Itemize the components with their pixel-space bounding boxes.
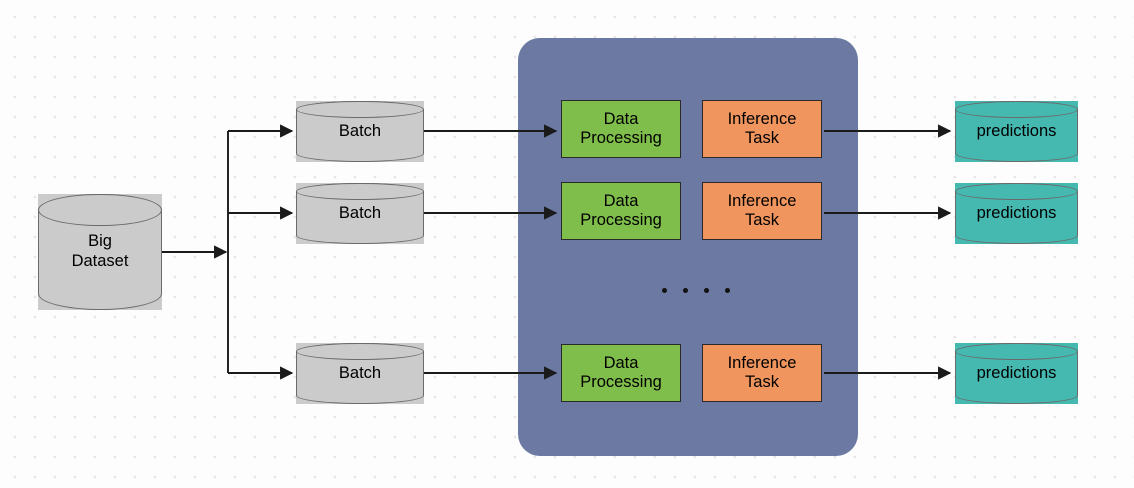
datastore-batch-2-label: Batch	[338, 203, 382, 222]
datastore-batch-2[interactable]: Batch	[296, 183, 424, 244]
datastore-batch-3-label: Batch	[338, 363, 382, 382]
datastore-predictions-2[interactable]: predictions	[955, 183, 1078, 244]
task-inference-3[interactable]: Inference Task	[702, 344, 822, 402]
task-inference-1[interactable]: Inference Task	[702, 100, 822, 158]
task-data-processing-3-line-2: Processing	[580, 373, 662, 391]
cylinder-top	[296, 183, 424, 201]
datastore-predictions-1[interactable]: predictions	[955, 101, 1078, 162]
ellipsis-dot	[725, 288, 730, 293]
task-data-processing-1-line-2: Processing	[580, 129, 662, 147]
ellipsis-more-tasks	[662, 288, 730, 293]
cylinder-top	[296, 101, 424, 119]
datastore-predictions-3[interactable]: predictions	[955, 343, 1078, 404]
task-data-processing-3[interactable]: Data Processing	[561, 344, 681, 402]
cylinder-top	[955, 183, 1078, 201]
ellipsis-dot	[683, 288, 688, 293]
task-inference-3-line-2: Task	[745, 373, 779, 391]
datastore-big-dataset[interactable]: Big Dataset	[38, 194, 162, 310]
task-data-processing-1-line-1: Data	[603, 109, 639, 128]
cylinder-top	[955, 343, 1078, 361]
task-inference-1-line-1: Inference	[727, 109, 797, 128]
datastore-big-dataset-line-1: Big	[88, 232, 112, 251]
task-inference-3-line-1: Inference	[727, 353, 797, 372]
task-inference-2-line-1: Inference	[727, 191, 797, 210]
datastore-predictions-3-label: predictions	[976, 363, 1057, 382]
datastore-big-dataset-line-2: Dataset	[71, 252, 129, 270]
task-inference-1-line-2: Task	[745, 129, 779, 147]
task-data-processing-1[interactable]: Data Processing	[561, 100, 681, 158]
task-inference-2-line-2: Task	[745, 211, 779, 229]
task-data-processing-2[interactable]: Data Processing	[561, 182, 681, 240]
cylinder-top	[38, 194, 162, 227]
datastore-batch-3[interactable]: Batch	[296, 343, 424, 404]
ellipsis-dot	[662, 288, 667, 293]
task-data-processing-3-line-1: Data	[603, 353, 639, 372]
datastore-batch-1[interactable]: Batch	[296, 101, 424, 162]
datastore-predictions-1-label: predictions	[976, 121, 1057, 140]
cylinder-top	[296, 343, 424, 361]
datastore-big-dataset-label: Big Dataset	[38, 194, 162, 310]
cylinder-top	[955, 101, 1078, 119]
task-data-processing-2-line-1: Data	[603, 191, 639, 210]
task-data-processing-2-line-2: Processing	[580, 211, 662, 229]
datastore-batch-1-label: Batch	[338, 121, 382, 140]
datastore-predictions-2-label: predictions	[976, 203, 1057, 222]
ellipsis-dot	[704, 288, 709, 293]
task-inference-2[interactable]: Inference Task	[702, 182, 822, 240]
